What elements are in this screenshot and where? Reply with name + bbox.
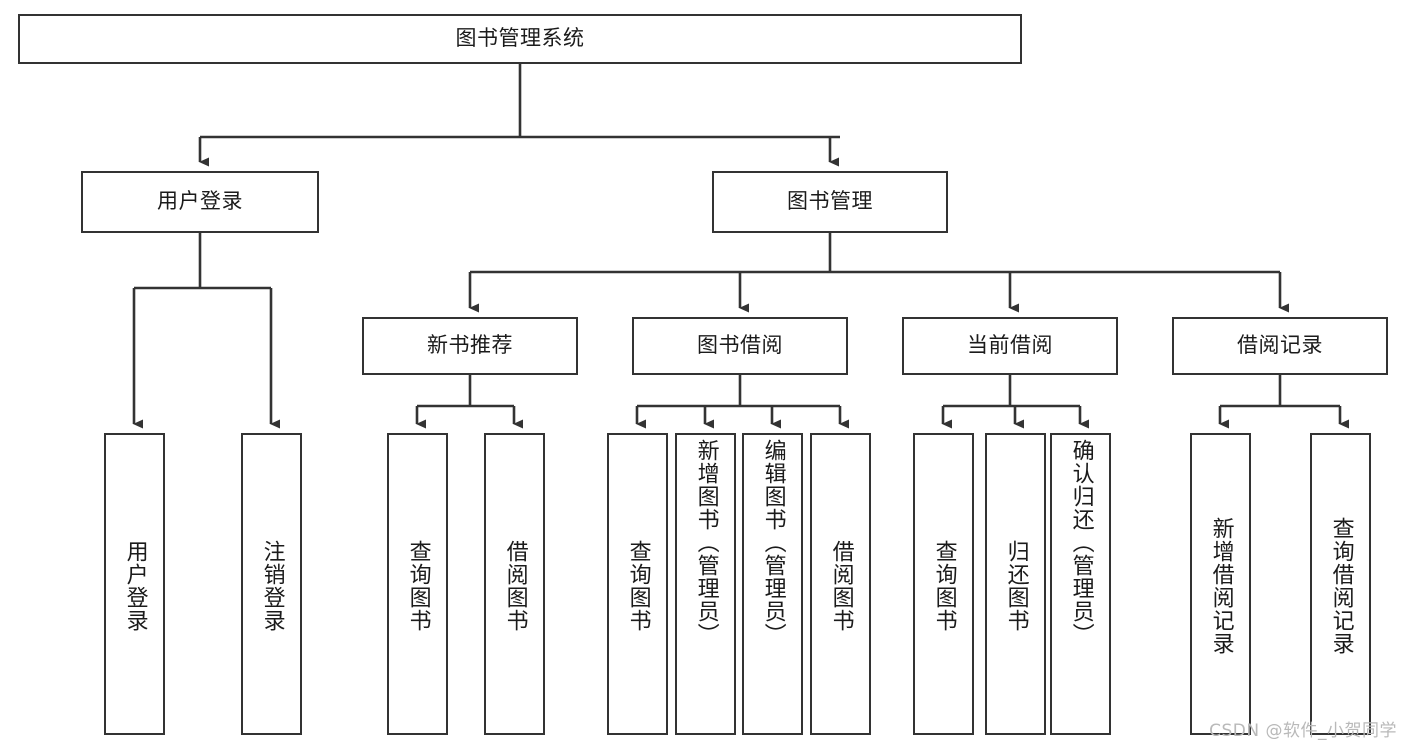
node-book-manage[interactable]: 图书管理	[712, 171, 948, 233]
node-label: 查询借阅记录	[1328, 517, 1354, 655]
leaf-borrow-book-under-recommend[interactable]: 借阅图书	[484, 433, 545, 735]
leaf-query-book-under-current[interactable]: 查询图书	[913, 433, 974, 735]
leaf-query-book-under-recommend[interactable]: 查询图书	[387, 433, 448, 735]
watermark: CSDN @软件_小贺同学	[1209, 721, 1397, 741]
node-new-book-recommend[interactable]: 新书推荐	[362, 317, 578, 375]
leaf-confirm-return-admin[interactable]: 确认归还（管理员）	[1050, 433, 1111, 735]
node-label: 查询图书	[625, 540, 651, 632]
node-label: 当前借阅	[967, 333, 1053, 358]
node-label: 注销登录	[259, 540, 285, 632]
leaf-add-borrow-record[interactable]: 新增借阅记录	[1190, 433, 1251, 735]
node-label: 图书管理系统	[455, 26, 585, 51]
node-label: 借阅图书	[502, 540, 528, 632]
node-book-borrow[interactable]: 图书借阅	[632, 317, 848, 375]
leaf-user-login[interactable]: 用户登录	[104, 433, 165, 735]
node-label: 确认归还（管理员）	[1068, 439, 1094, 646]
node-label: 归还图书	[1003, 540, 1029, 632]
leaf-query-book-under-borrow[interactable]: 查询图书	[607, 433, 668, 735]
node-label: 新增借阅记录	[1208, 517, 1234, 655]
leaf-add-book-admin[interactable]: 新增图书（管理员）	[675, 433, 736, 735]
leaf-borrow-book-under-borrow[interactable]: 借阅图书	[810, 433, 871, 735]
node-label: 查询图书	[931, 540, 957, 632]
node-label: 查询图书	[405, 540, 431, 632]
node-label: 用户登录	[122, 540, 148, 632]
node-label: 用户登录	[157, 189, 243, 214]
node-current-borrow[interactable]: 当前借阅	[902, 317, 1118, 375]
node-user-login[interactable]: 用户登录	[81, 171, 319, 233]
node-borrow-record[interactable]: 借阅记录	[1172, 317, 1388, 375]
node-label: 图书借阅	[697, 333, 783, 358]
node-label: 编辑图书（管理员）	[760, 439, 786, 646]
leaf-query-borrow-record[interactable]: 查询借阅记录	[1310, 433, 1371, 735]
node-label: 新书推荐	[427, 333, 513, 358]
node-label: 借阅记录	[1237, 333, 1323, 358]
node-label: 借阅图书	[828, 540, 854, 632]
leaf-logout[interactable]: 注销登录	[241, 433, 302, 735]
leaf-edit-book-admin[interactable]: 编辑图书（管理员）	[742, 433, 803, 735]
node-root[interactable]: 图书管理系统	[18, 14, 1022, 64]
leaf-return-book[interactable]: 归还图书	[985, 433, 1046, 735]
node-label: 图书管理	[787, 189, 873, 214]
node-label: 新增图书（管理员）	[693, 439, 719, 646]
